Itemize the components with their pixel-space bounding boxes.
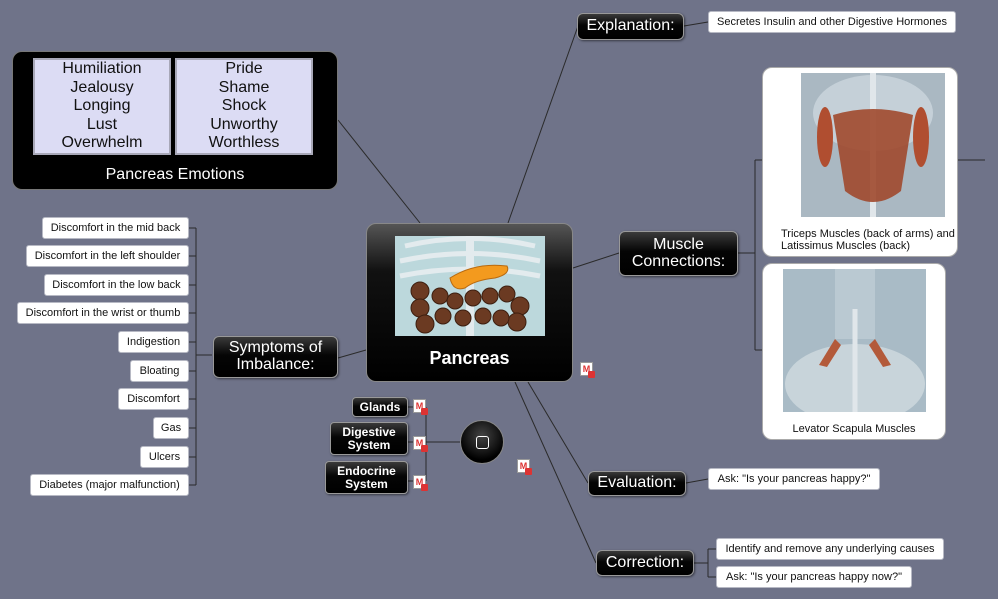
emotions-right-column: Pride Shame Shock Unworthy Worthless: [175, 58, 313, 155]
muscle-item-label: Levator Scapula Muscles: [792, 423, 916, 435]
emotion-item: Shock: [221, 97, 267, 115]
symptom-item[interactable]: Discomfort in the left shoulder: [26, 245, 189, 267]
central-topic-title: Pancreas: [429, 348, 510, 368]
evaluation-node[interactable]: Evaluation:: [588, 471, 686, 496]
symptom-item[interactable]: Discomfort in the wrist or thumb: [17, 302, 189, 324]
pancreas-emotions-panel[interactable]: Humiliation Jealousy Longing Lust Overwh…: [12, 51, 338, 190]
emotion-item: Shame: [218, 78, 270, 96]
square-icon: [476, 436, 489, 449]
muscle-item-levator-scapula[interactable]: Levator Scapula Muscles: [762, 263, 946, 440]
muscle-connections-node[interactable]: Muscle Connections:: [619, 231, 738, 276]
emotions-left-column: Humiliation Jealousy Longing Lust Overwh…: [33, 58, 171, 155]
emotion-item: Pride: [225, 60, 263, 78]
emotions-title: Pancreas Emotions: [105, 166, 245, 183]
note-icon[interactable]: M: [517, 459, 532, 475]
central-topic-pancreas[interactable]: Pancreas: [366, 223, 573, 382]
floating-topic-node[interactable]: [460, 420, 504, 464]
symptom-item[interactable]: Discomfort in the mid back: [42, 217, 189, 239]
muscle-item-label: Triceps Muscles (back of arms) and Latis…: [781, 228, 955, 252]
symptom-item[interactable]: Gas: [153, 417, 189, 439]
back-muscles-image: [801, 73, 945, 217]
system-endocrine[interactable]: Endocrine System: [325, 461, 408, 494]
correction-item[interactable]: Ask: "Is your pancreas happy now?": [716, 566, 912, 588]
emotion-item: Jealousy: [70, 78, 134, 96]
symptom-item[interactable]: Discomfort in the low back: [44, 274, 189, 296]
pancreas-anatomy-image: [395, 236, 545, 336]
explanation-node[interactable]: Explanation:: [577, 13, 684, 40]
symptom-item[interactable]: Ulcers: [140, 446, 189, 468]
emotion-item: Unworthy: [210, 115, 278, 133]
symptom-item[interactable]: Bloating: [130, 360, 189, 382]
note-icon[interactable]: M: [413, 399, 428, 415]
symptom-item[interactable]: Diabetes (major malfunction): [30, 474, 189, 496]
emotion-item: Overwhelm: [61, 134, 143, 152]
note-icon[interactable]: M: [413, 436, 428, 452]
system-glands[interactable]: Glands: [352, 397, 408, 417]
emotion-item: Humiliation: [62, 60, 142, 78]
symptoms-node[interactable]: Symptoms of Imbalance:: [213, 336, 338, 378]
symptom-item[interactable]: Indigestion: [118, 331, 189, 353]
correction-node[interactable]: Correction:: [596, 550, 694, 576]
emotion-item: Lust: [86, 115, 118, 133]
emotion-item: Longing: [73, 97, 131, 115]
symptom-item[interactable]: Discomfort: [118, 388, 189, 410]
correction-item[interactable]: Identify and remove any underlying cause…: [716, 538, 944, 560]
note-icon[interactable]: M: [580, 362, 595, 378]
explanation-text[interactable]: Secretes Insulin and other Digestive Hor…: [708, 11, 956, 33]
muscle-item-triceps-latissimus[interactable]: Triceps Muscles (back of arms) and Latis…: [762, 67, 958, 257]
system-digestive[interactable]: Digestive System: [330, 422, 408, 455]
note-icon[interactable]: M: [413, 475, 428, 491]
evaluation-text[interactable]: Ask: "Is your pancreas happy?": [708, 468, 880, 490]
emotion-item: Worthless: [208, 134, 280, 152]
neck-muscles-image: [783, 269, 926, 412]
